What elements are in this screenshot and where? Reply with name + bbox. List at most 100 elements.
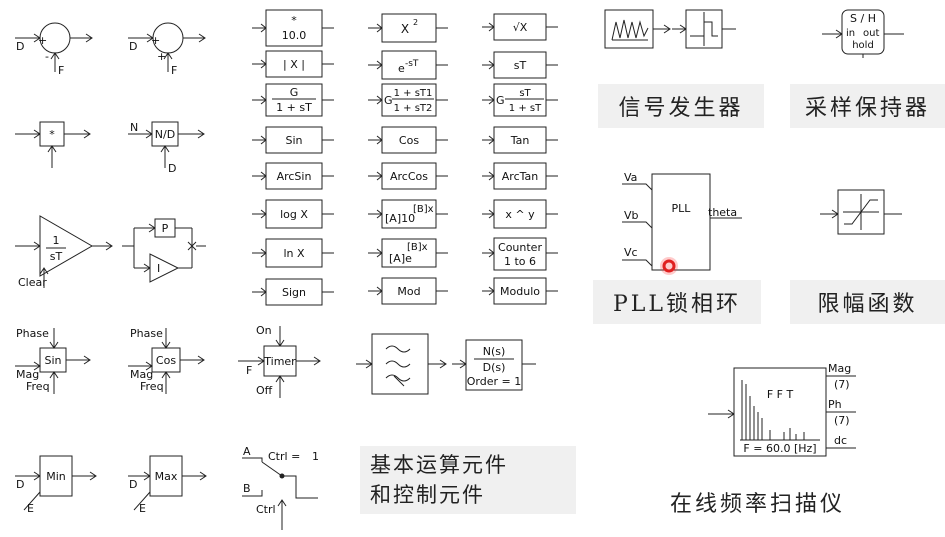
fn-col1-r2[interactable]: | X | [252, 50, 334, 78]
fn-sign-label: Sign [282, 286, 306, 299]
fn-arctan-label: ArcTan [502, 170, 538, 183]
switch-ctrl-val: 1 [312, 450, 319, 463]
caption-basic-components: 基本运算元件 和控制元件 [360, 446, 576, 514]
switch-in-a: A [243, 445, 251, 458]
fn-col3-r4[interactable]: Tan [482, 126, 558, 154]
fft-out-mag-n: (7) [834, 378, 850, 391]
summer-2[interactable]: D + + F [128, 22, 206, 77]
max-block[interactable]: Max D E [128, 455, 207, 515]
fn-counter-range: 1 to 6 [504, 255, 536, 268]
summer-1-in-d: D [16, 40, 24, 53]
pll-out-theta: theta [708, 206, 737, 219]
fft-title: F F T [767, 388, 794, 401]
signal-generator-triangle[interactable] [604, 9, 671, 49]
fn-col3-r8[interactable]: Modulo [482, 277, 558, 305]
multiplier-block[interactable]: * [15, 121, 91, 168]
pi-controller-block[interactable]: P I [122, 218, 206, 283]
fn-arccos-label: ArcCos [390, 170, 428, 183]
divider-block[interactable]: N/D N D [128, 121, 205, 175]
fn-col2-r3[interactable]: G 1 + sT1 1 + sT2 [368, 83, 448, 117]
tf-den: D(s) [483, 361, 506, 374]
fn-delay-base: e [398, 62, 405, 75]
max-in-d: D [129, 478, 137, 491]
sin-gen-mag: Mag [16, 368, 39, 381]
max-in-e: E [139, 502, 146, 515]
fn-col2-r1[interactable]: X 2 [368, 13, 448, 43]
pll-in-vb: Vb [624, 209, 639, 222]
fn-hp-gain: G [496, 94, 505, 107]
min-block[interactable]: Min D E [15, 455, 97, 515]
fn-col2-r6[interactable]: [A]10 [B]x [368, 199, 448, 229]
fn-col2-r4[interactable]: Cos [368, 126, 448, 154]
divider-in-d: D [168, 162, 176, 175]
divider-label: N/D [155, 128, 175, 141]
min-in-e: E [27, 502, 34, 515]
fn-col3-r1[interactable]: √X [482, 13, 558, 41]
divider-in-n: N [130, 121, 138, 134]
timer-block[interactable]: On Timer F Off [238, 324, 321, 398]
timer-f: F [246, 364, 252, 377]
fn-col3-r2[interactable]: sT [482, 51, 558, 79]
fn-col1-r3[interactable]: G 1 + sT [252, 83, 334, 117]
signal-generator-pulse[interactable] [672, 9, 736, 49]
filter-block[interactable] [356, 333, 447, 395]
fn-col2-r2[interactable]: e -sT [368, 50, 448, 80]
sin-generator-block[interactable]: Sin Phase Mag Freq [15, 327, 91, 394]
fn-counter-label: Counter [498, 241, 542, 254]
fn-sqrt-label: √X [513, 21, 528, 34]
fn-col1-r7[interactable]: ln X [252, 238, 334, 268]
switch-in-b: B [243, 482, 251, 495]
fn-power-label: x ^ y [505, 208, 535, 221]
integrator-num: 1 [53, 234, 60, 247]
fn-col2-r7[interactable]: [A]e [B]x [368, 238, 448, 268]
pll-block[interactable]: PLL Va Vb Vc theta [622, 171, 742, 271]
fn-mod-label: Mod [397, 285, 420, 298]
fft-out-dc: dc [834, 434, 847, 447]
fn-exp-exp: [B]x [407, 242, 428, 253]
fft-block[interactable]: F F T F = 60.0 [Hz] Mag (7) Ph (7) dc [708, 362, 856, 457]
switch-ctrl-eq: Ctrl = [268, 450, 300, 463]
fn-col2-r8[interactable]: Mod [368, 277, 448, 305]
fn-col3-r6[interactable]: x ^ y [482, 199, 558, 229]
cos-generator-block[interactable]: Cos Phase Mag Freq [128, 327, 205, 394]
fft-out-mag: Mag [828, 362, 851, 375]
fn-col2-r5[interactable]: ArcCos [368, 162, 448, 190]
summer-2-sign-bottom: + [157, 50, 166, 63]
fn-pow10-base: [A]10 [385, 212, 415, 225]
filter-wave-top [385, 345, 411, 353]
fn-col3-r3[interactable]: G sT 1 + sT [482, 83, 558, 117]
fn-col3-r5[interactable]: ArcTan [482, 162, 558, 190]
fn-col1-r4[interactable]: Sin [252, 126, 334, 154]
pll-in-vc: Vc [624, 246, 638, 259]
summer-1[interactable]: D + - F [15, 22, 93, 77]
fn-col1-r5[interactable]: ArcSin [252, 162, 334, 190]
fn-tan-label: Tan [510, 134, 530, 147]
cos-gen-freq: Freq [140, 380, 164, 393]
fn-col1-r1[interactable]: * 10.0 [252, 9, 334, 47]
fn-col1-r8[interactable]: Sign [252, 278, 334, 306]
filter-wave-mid [385, 360, 411, 368]
sh-out: out [863, 28, 879, 39]
switch-block[interactable]: A B Ctrl = 1 Ctrl [242, 445, 319, 530]
fn-col1-r6[interactable]: log X [252, 199, 334, 229]
integrator-block[interactable]: 1 sT Clear [15, 215, 113, 289]
fn-square-base: X [401, 22, 409, 36]
cos-gen-phase: Phase [130, 327, 163, 340]
timer-label: Timer [263, 355, 296, 368]
caption-signal-generator: 信号发生器 [598, 84, 764, 128]
transfer-function-block[interactable]: N(s) D(s) Order = 1 [452, 339, 536, 391]
fn-col3-r7[interactable]: Counter 1 to 6 [482, 237, 558, 271]
tf-num: N(s) [483, 345, 506, 358]
integrator-clear: Clear [18, 276, 47, 289]
sample-hold-block[interactable]: S / H in out hold [822, 9, 904, 58]
caption-pll: PLL锁相环 [593, 280, 761, 324]
sh-title: S / H [850, 12, 876, 25]
limiter-block[interactable] [820, 189, 902, 235]
summer-1-sign-left: + [38, 34, 47, 47]
summer-2-sign-left: + [151, 34, 160, 47]
fn-exp-base: [A]e [389, 252, 412, 265]
integrator-den: sT [50, 250, 63, 263]
fn-hp-num: sT [519, 88, 531, 99]
pll-label: PLL [672, 202, 692, 215]
